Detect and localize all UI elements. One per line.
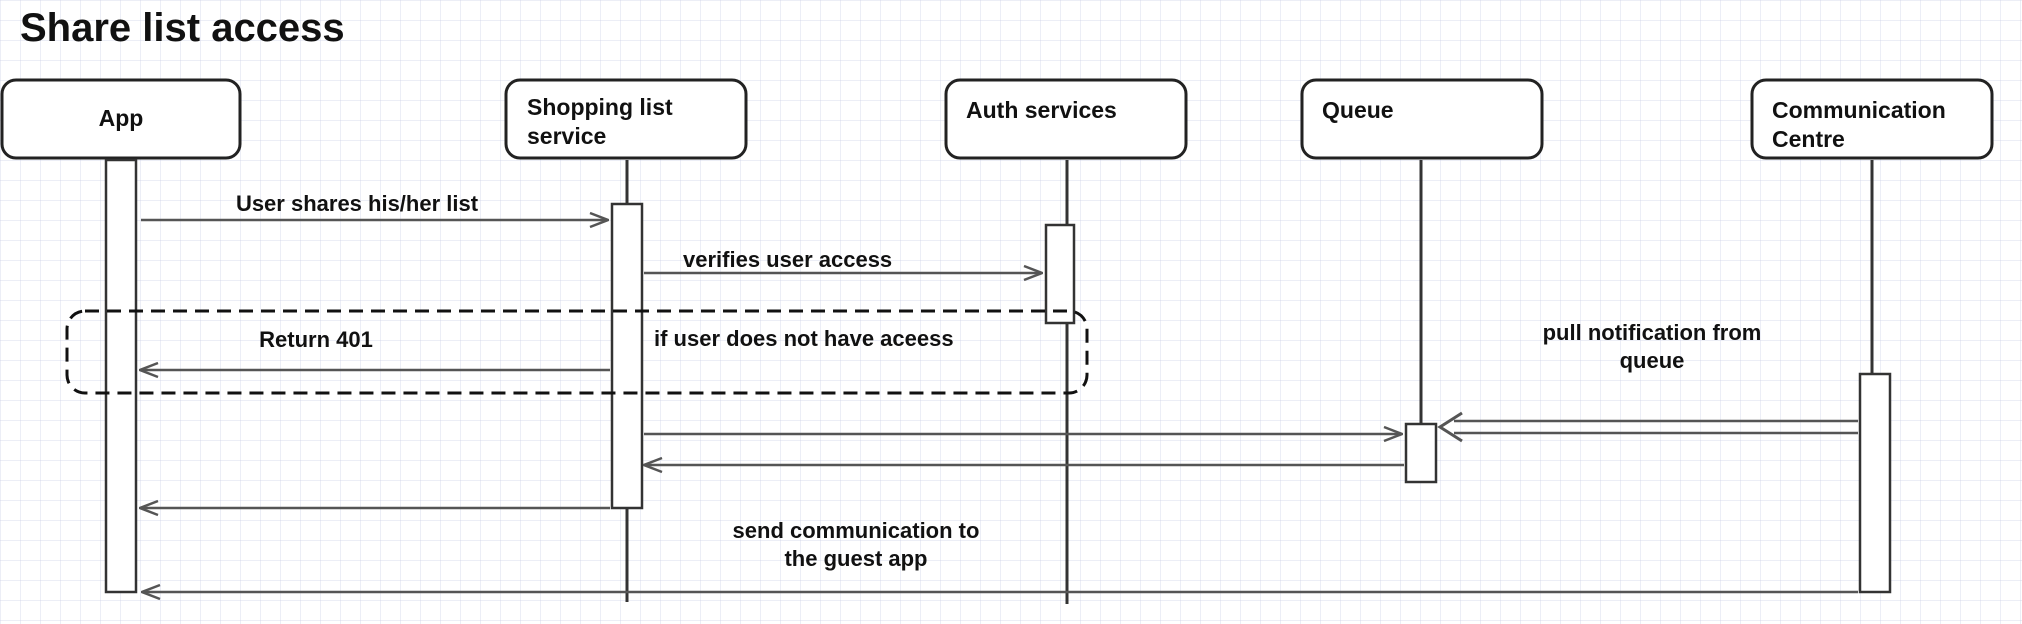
actor-label-shopping: Shopping list: [527, 94, 673, 120]
message-label-send-communication: the guest app: [784, 546, 927, 571]
activation-shopping: [610, 202, 644, 510]
actor-queue: Queue: [1300, 78, 1544, 160]
message-verifies-access: verifies user access: [644, 247, 1042, 273]
message-label-return-401: Return 401: [259, 327, 373, 352]
activation-app: [104, 158, 138, 594]
actor-label-shopping: service: [527, 123, 606, 149]
activation-queue: [1404, 422, 1438, 484]
actor-box-app: [0, 78, 242, 160]
actor-label-queue: Queue: [1322, 97, 1394, 123]
actor-box-comm: [1750, 78, 1994, 160]
actor-label-auth: Auth services: [966, 97, 1117, 123]
message-user-shares: User shares his/her list: [141, 191, 608, 220]
message-send-communication: send communication to the guest app: [142, 518, 1858, 592]
frame-label-alt-no-access: if user does not have aceess: [654, 326, 954, 351]
actor-label-app: App: [99, 105, 144, 131]
message-label-user-shares: User shares his/her list: [236, 191, 479, 216]
message-label-send-communication: send communication to: [733, 518, 980, 543]
message-pull-notification: pull notification from queue: [1437, 320, 1858, 443]
actor-box-queue: [1300, 78, 1544, 160]
actor-app: App: [0, 78, 242, 160]
message-return-401: Return 401: [140, 327, 610, 370]
activation-auth: [1044, 223, 1076, 325]
page-title: Share list access: [20, 6, 345, 50]
actor-auth: Auth services: [944, 78, 1188, 160]
message-label-pull-notification: queue: [1620, 348, 1685, 373]
actor-shopping: Shopping list service: [504, 78, 748, 160]
actor-label-comm: Centre: [1772, 126, 1845, 152]
message-arrowhead-pull-notification: [1437, 411, 1463, 443]
message-label-pull-notification: pull notification from: [1543, 320, 1762, 345]
actor-box-shopping: [504, 78, 748, 160]
actor-box-auth: [944, 78, 1188, 160]
message-label-verifies-access: verifies user access: [683, 247, 892, 272]
frame-alt-no-access: if user does not have aceess: [65, 309, 1089, 395]
frame-box-alt-no-access: [65, 309, 1089, 395]
activation-comm: [1858, 372, 1892, 594]
actor-label-comm: Communication: [1772, 97, 1946, 123]
